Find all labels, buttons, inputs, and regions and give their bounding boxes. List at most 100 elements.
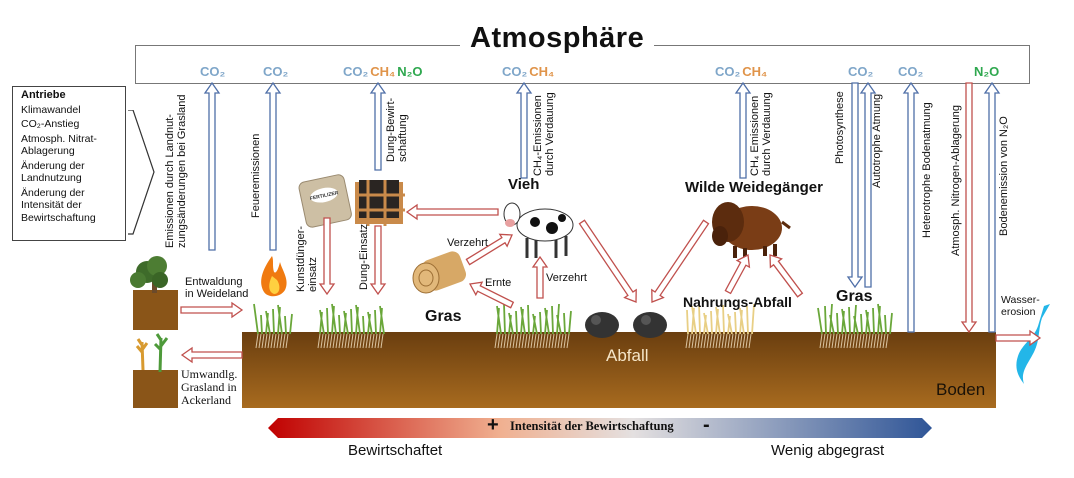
label-consumed-grass: Verzehrt (546, 272, 587, 284)
gas-label-ch4: CH₄ (529, 64, 555, 79)
intensity-label: Intensität der Bewirtschaftung (510, 419, 674, 433)
driver-item: Änderung der Landnutzung (21, 159, 85, 185)
manure-pallet-icon (355, 180, 405, 226)
grass-tuft-icon (317, 303, 385, 349)
intensity-minus: - (703, 414, 710, 436)
label-fertilizer-use: Kunstdünger- einsatz (295, 225, 319, 292)
label-litter: Abfall (606, 346, 649, 365)
atmosphere-title: Atmosphäre (460, 22, 655, 55)
gas-label-n2o: N₂O (974, 64, 1000, 79)
label-conversion-cropland: Umwandlg. Grasland in Ackerland (181, 367, 238, 407)
gas-label-co2: CO₂ (263, 64, 289, 79)
label-heterotrophic-respiration: Heterotrophe Bodenatmung (921, 102, 933, 238)
arrow-nitrogen-deposition (960, 82, 978, 334)
gas-label-group: CO₂ (263, 64, 288, 79)
fertilizer-bag-icon: FERTILIZER (298, 174, 352, 228)
intensity-plus: + (487, 414, 499, 436)
arrow-livestock-to-manure (405, 203, 499, 221)
drivers-heading: Antriebe (21, 89, 66, 101)
gas-label-group: N₂O (974, 64, 999, 79)
label-managed: Bewirtschaftet (348, 442, 443, 459)
arrow-food-waste-right (769, 254, 804, 298)
label-grass-left: Gras (425, 308, 462, 325)
gas-label-co2: CO₂ (848, 64, 874, 79)
arrow-livestock-ch4 (515, 81, 533, 179)
label-soil-n2o: Bodenemission von N₂O (998, 116, 1010, 236)
arrow-soil-n2o (983, 81, 1001, 333)
label-water-erosion: Wasser- erosion (1001, 294, 1040, 318)
intensity-gradient-arrow (268, 418, 932, 438)
arrow-deforestation (180, 301, 244, 319)
label-ch4-wild: CH₄ Emissionen durch Verdauung (749, 92, 773, 176)
label-photosynthesis: Photosynthese (834, 91, 846, 164)
label-nitrogen-deposition: Atmosph. Nitrogen-Ablagerung (950, 104, 962, 256)
arrow-fertilizer-input (318, 217, 336, 296)
drivers-box: Antriebe Klimawandel CO₂-Anstieg Atmosph… (12, 86, 126, 241)
water-erosion-icon (1016, 304, 1050, 384)
dung-pile-icon (585, 312, 667, 338)
drivers-chevron-icon (128, 110, 155, 235)
arrow-harvest (468, 281, 515, 309)
arrow-wild-dung (651, 219, 710, 303)
arrow-heterotrophic (902, 81, 920, 333)
arrow-manure-input (369, 225, 387, 296)
arrow-landuse-co2 (203, 81, 221, 251)
label-grass-right: Gras (836, 288, 873, 305)
hay-bale-icon (412, 251, 467, 294)
cropland-icon (133, 333, 178, 408)
arrow-photosynthesis (846, 82, 864, 289)
gas-label-ch4: CH₄ (370, 64, 396, 79)
forest-icon (130, 256, 178, 330)
label-food-waste: Nahrungs-Abfall (683, 294, 792, 310)
gas-label-group: CO₂ (200, 64, 225, 79)
gas-label-co2: CO₂ (715, 64, 741, 79)
arrow-grass-consumed (531, 255, 549, 299)
arrow-conversion (180, 346, 243, 364)
arrow-wild-ch4 (734, 81, 752, 179)
gas-label-group: CO₂ (898, 64, 923, 79)
gas-label-ch4: CH₄ (742, 64, 768, 79)
gas-label-n2o: N₂O (397, 64, 423, 79)
gas-label-group: CO₂ (848, 64, 873, 79)
bison-icon (712, 202, 791, 258)
label-autotrophic-respiration: Autotrophe Atmung (871, 93, 883, 188)
label-lightly-grazed: Wenig abgegrast (771, 442, 885, 459)
arrow-fire-co2 (264, 81, 282, 251)
label-landuse-emissions: Emissionen durch Landnut- zungsänderunge… (164, 94, 188, 248)
driver-item: CO₂-Anstieg (21, 118, 80, 130)
label-consumed-hay: Verzehrt (447, 237, 488, 249)
label-soil: Boden (936, 380, 986, 399)
label-wild-grazers: Wilde Weidegänger (685, 179, 823, 196)
driver-item: Klimawandel (21, 103, 81, 116)
gas-label-co2: CO₂ (898, 64, 924, 79)
arrow-livestock-dung (578, 219, 637, 303)
grass-tuft-icon (253, 303, 293, 349)
gas-label-co2: CO₂ (343, 64, 369, 79)
dry-grass-tuft-icon (685, 303, 755, 349)
cow-icon (503, 202, 574, 258)
gas-label-co2: CO₂ (200, 64, 226, 79)
label-harvest: Ernte (485, 277, 512, 289)
label-livestock: Vieh (508, 176, 540, 193)
label-manure-management: Dung-Bewirt- schaftung (385, 97, 409, 162)
driver-item: Atmosph. Nitrat-Ablagerung (21, 132, 97, 158)
arrow-manure-emissions (369, 81, 387, 171)
soil-block (242, 332, 996, 408)
fire-icon (261, 256, 287, 297)
label-fire-emissions: Feueremissionen (250, 133, 262, 218)
grass-tuft-icon (494, 303, 572, 349)
label-deforestation: Entwaldung in Weideland (185, 276, 249, 300)
arrow-water-erosion (995, 329, 1042, 347)
driver-item: Änderung der Intensität der Bewirtschaft… (21, 186, 96, 224)
fertilizer-bag-label: FERTILIZER (309, 190, 339, 202)
grass-tuft-icon (817, 303, 893, 349)
label-manure-use: Dung-Einsatz (358, 223, 370, 290)
label-ch4-livestock: CH₄-Emissionen durch Verdauung (532, 92, 556, 176)
arrow-hay-consumed (465, 233, 513, 266)
arrow-autotrophic (859, 81, 877, 288)
